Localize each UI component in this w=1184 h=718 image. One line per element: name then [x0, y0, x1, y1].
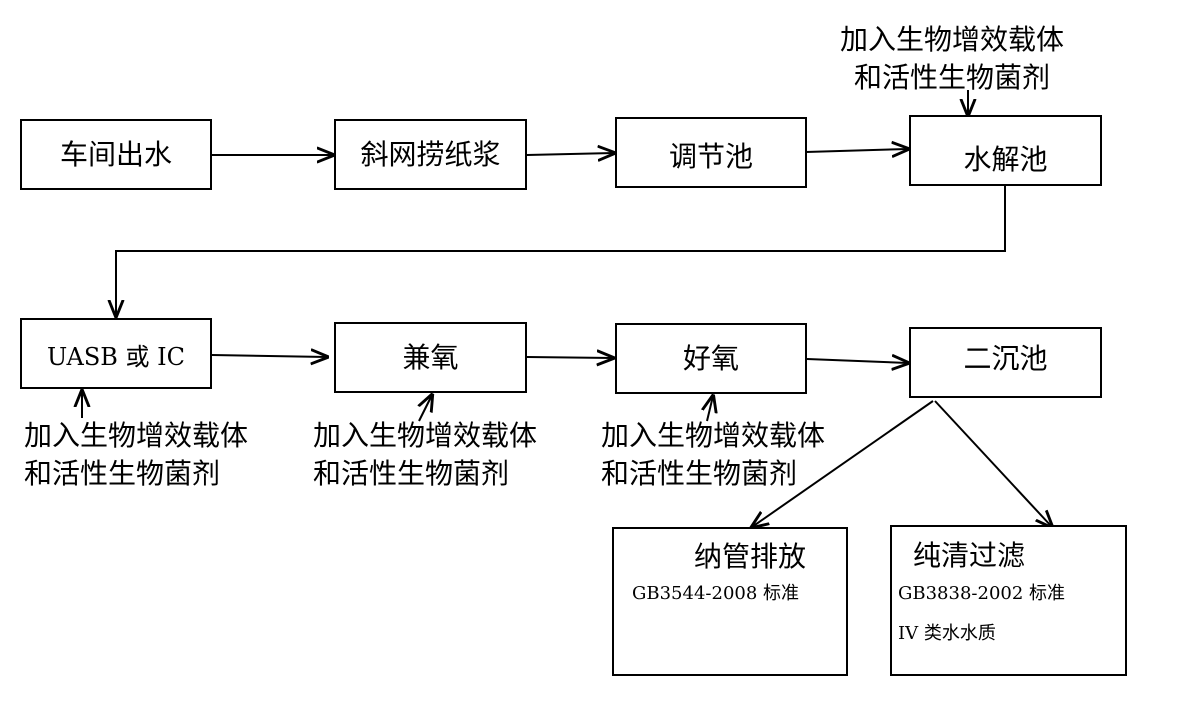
dosing-note-line2: 和活性生物菌剂	[601, 457, 798, 490]
node-inclined-screen: 斜网捞纸浆	[334, 119, 527, 190]
dosing-note-anoxic: 加入生物增效载体 和活性生物菌剂	[313, 417, 537, 493]
standard-label: GB3838-2002 标准	[898, 583, 1066, 604]
node-sewer-discharge: 纳管排放 GB3544-2008 标准	[612, 527, 848, 676]
node-workshop-effluent: 车间出水	[20, 119, 212, 190]
arrow-dosing-to-anoxic	[419, 395, 432, 422]
node-label: 好氧	[682, 342, 739, 375]
node-equalization-tank: 调节池	[615, 117, 807, 188]
dosing-note-line2: 和活性生物菌剂	[24, 457, 221, 490]
node-label: 车间出水	[59, 138, 172, 171]
node-label: 纯清过滤	[912, 539, 1025, 572]
arrow-dosing-to-aerobic	[707, 396, 713, 422]
node-label: 纳管排放	[693, 540, 806, 573]
dosing-note-uasb: 加入生物增效载体 和活性生物菌剂	[24, 417, 248, 493]
arrow-equalization-to-hydrolysis	[805, 149, 908, 152]
node-label: 二沉池	[963, 342, 1048, 375]
dosing-note-hydrolysis: 加入生物增效载体 和活性生物菌剂	[829, 21, 1075, 97]
node-anoxic: 兼氧	[334, 322, 527, 393]
dosing-note-line2: 和活性生物菌剂	[313, 457, 510, 490]
node-label: 水解池	[963, 143, 1048, 176]
arrow-clarifier-to-filter	[934, 400, 1052, 527]
standard-label: IV 类水水质	[898, 623, 996, 644]
arrow-aerobic-to-clarifier	[806, 359, 908, 363]
node-label: 兼氧	[402, 341, 459, 374]
node-purify-filter: 纯清过滤 GB3838-2002 标准 IV 类水水质	[890, 525, 1127, 676]
node-label: UASB 或 IC	[47, 343, 185, 371]
standard-label: GB3544-2008 标准	[632, 583, 800, 604]
arrow-hydrolysis-to-uasb	[116, 186, 1006, 316]
node-secondary-clarifier: 二沉池	[909, 327, 1102, 398]
dosing-note-line1: 加入生物增效载体	[839, 23, 1064, 56]
node-label: 斜网捞纸浆	[360, 138, 501, 171]
node-hydrolysis-tank: 水解池	[909, 115, 1102, 186]
arrow-anoxic-to-aerobic	[526, 357, 613, 358]
arrow-clarifier-to-discharge	[752, 400, 934, 527]
dosing-note-line2: 和活性生物菌剂	[853, 61, 1050, 94]
dosing-note-line1: 加入生物增效载体	[313, 419, 538, 452]
dosing-note-line1: 加入生物增效载体	[24, 419, 249, 452]
node-aerobic: 好氧	[615, 323, 807, 394]
node-uasb-ic: UASB 或 IC	[20, 318, 212, 389]
node-label: 调节池	[668, 140, 753, 173]
dosing-note-line1: 加入生物增效载体	[601, 419, 826, 452]
arrow-screen-to-equalization	[526, 153, 614, 155]
dosing-note-aerobic: 加入生物增效载体 和活性生物菌剂	[601, 417, 825, 493]
arrow-uasb-to-anoxic	[211, 355, 327, 357]
